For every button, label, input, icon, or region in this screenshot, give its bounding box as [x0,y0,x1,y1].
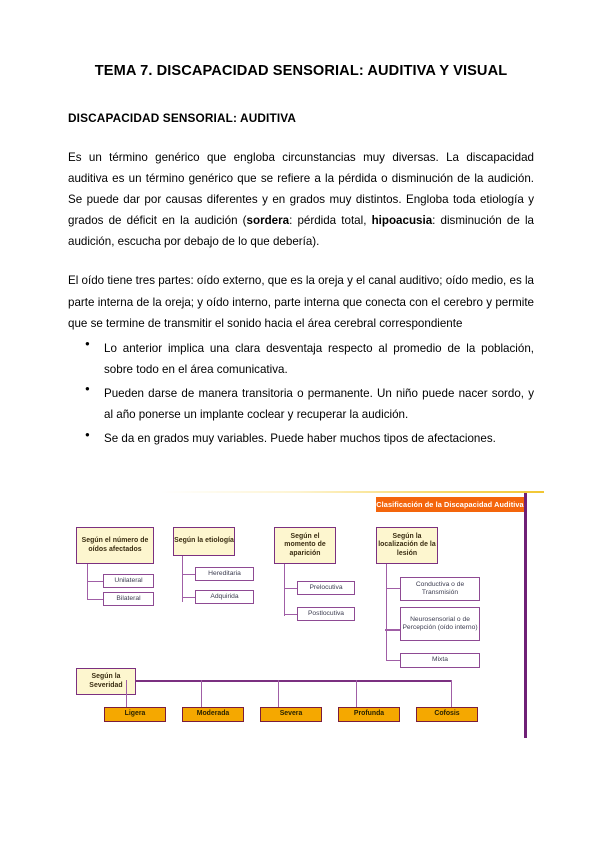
connector-vertical [278,680,280,710]
diagram-right-rule [524,493,527,738]
diagram-banner-title: Clasificación de la Discapacidad Auditiv… [376,497,524,512]
bullet-list: Lo anterior implica una clara desventaja… [68,337,534,449]
connector-vertical [356,680,358,710]
leaf-box-bilateral: Bilateral [103,592,154,606]
severity-box-cofosis: Cofosis [416,707,478,722]
leaf-box-postlocutiva: Postlocutiva [297,607,355,621]
connector-horizontal [386,660,401,662]
connector-vertical [284,564,286,616]
connector-horizontal [87,599,104,601]
severity-box-ligera: Ligera [104,707,166,722]
list-item: Se da en grados muy variables. Puede hab… [85,428,534,449]
connector-horizontal [87,581,104,583]
term-hipoacusia: hipoacusia [371,214,433,228]
diagram-top-rule [161,491,544,493]
connector-vertical [386,564,388,661]
category-box-momento-aparicion: Según el momento de aparición [274,527,336,564]
paragraph-definition-part1: Es un término genérico que engloba circu… [68,150,534,228]
leaf-box-unilateral: Unilateral [103,574,154,588]
paragraph-definition-part3: : disminución de la audición, escucha po… [68,214,534,249]
paragraph-ear-parts: El oído tiene tres partes: oído externo,… [68,274,534,330]
category-box-numero-oidos: Según el número de oídos afectados [76,527,154,564]
connector-horizontal [284,588,298,590]
document-text-body: TEMA 7. DISCAPACIDAD SENSORIAL: AUDITIVA… [68,62,534,452]
term-sordera: sordera [246,214,290,228]
leaf-box-neurosensorial-percepcion: Neurosensorial o de Percepción (oído int… [400,607,480,641]
paragraph-definition: Es un término genérico que engloba circu… [68,147,534,252]
connector-horizontal [182,574,196,576]
connector-horizontal [284,614,298,616]
severity-box-severa: Severa [260,707,322,722]
classification-diagram: Clasificación de la Discapacidad Auditiv… [56,484,544,738]
connector-horizontal [386,588,401,590]
leaf-box-adquirida: Adquirida [195,590,254,604]
paragraph-definition-part2: : pérdida total, [289,214,372,228]
category-box-etiologia: Según la etiología [173,527,235,556]
connector-vertical [126,680,128,710]
connector-vertical [182,556,184,602]
connector-vertical [201,680,203,710]
page-title: TEMA 7. DISCAPACIDAD SENSORIAL: AUDITIVA… [94,63,508,79]
leaf-box-hereditaria: Hereditaria [195,567,254,581]
list-item: Pueden darse de manera transitoria o per… [85,382,534,425]
connector-severity-bus [136,680,452,683]
category-box-localizacion-lesion: Según la localización de la lesión [376,527,438,564]
connector-horizontal [385,629,401,632]
leaf-box-conductiva-transmision: Conductiva o de Transmisión [400,577,480,601]
connector-horizontal [182,597,196,599]
section-heading-auditiva: DISCAPACIDAD SENSORIAL: AUDITIVA [68,110,297,125]
leaf-box-mixta: Mixta [400,653,480,668]
severity-box-moderada: Moderada [182,707,244,722]
leaf-box-prelocutiva: Prelocutiva [297,581,355,595]
severity-box-profunda: Profunda [338,707,400,722]
connector-vertical [451,680,453,710]
list-item: Lo anterior implica una clara desventaja… [85,337,534,380]
